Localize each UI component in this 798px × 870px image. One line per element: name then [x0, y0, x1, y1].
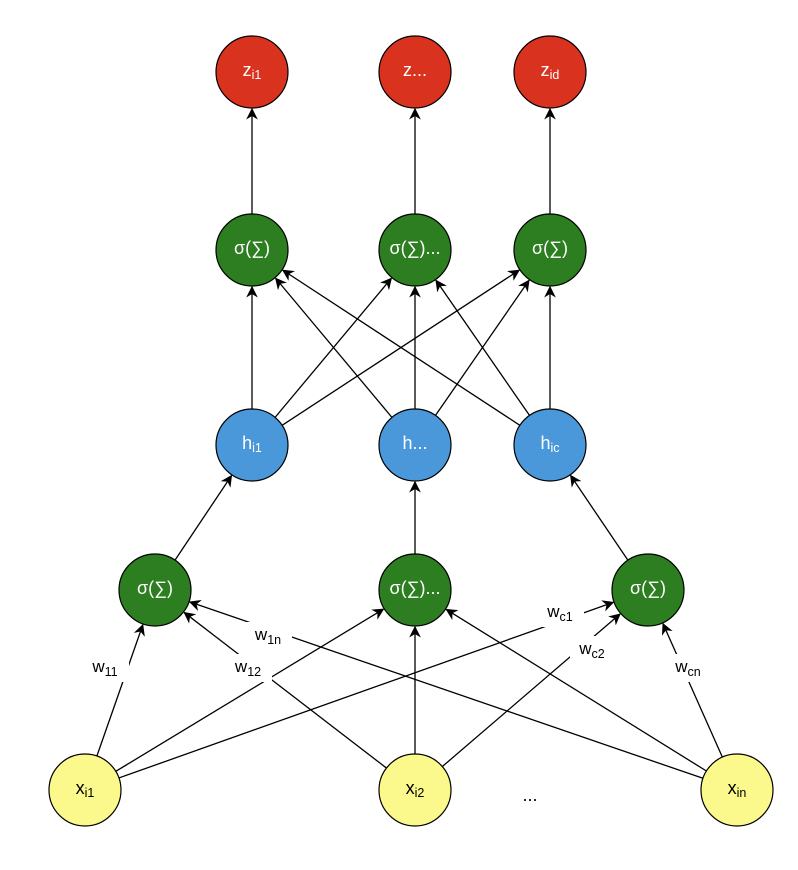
- node-a2: σ(∑)...: [378, 213, 452, 287]
- node-b3: σ(∑): [611, 553, 685, 627]
- node-x2: xi2: [378, 753, 452, 827]
- node-x2-circle: [378, 753, 452, 827]
- node-h1-label: hi1: [242, 433, 262, 456]
- node-x3-circle: [700, 753, 774, 827]
- edge-h3-to-a2: [435, 279, 531, 416]
- node-h3-label: hic: [540, 433, 559, 456]
- node-h3-circle: [513, 408, 587, 482]
- node-h1: hi1: [215, 408, 289, 482]
- node-a1: σ(∑): [215, 213, 289, 287]
- node-a1-label: σ(∑): [234, 238, 270, 258]
- node-b3-circle: [611, 553, 685, 627]
- node-z2-label: z...: [403, 60, 427, 80]
- node-z1-circle: [215, 35, 289, 109]
- node-x3-label: xin: [728, 778, 747, 801]
- node-z3-label: zid: [541, 60, 560, 83]
- node-a2-label: σ(∑)...: [390, 238, 441, 258]
- node-b1-circle: [118, 553, 192, 627]
- edge-h2-to-a1: [274, 277, 393, 418]
- node-b1-label: σ(∑): [137, 578, 173, 598]
- node-a2-circle: [378, 213, 452, 287]
- edge-x1-to-b3: [118, 600, 615, 779]
- weight-wc2-label: wc2: [578, 639, 605, 661]
- edge-x2-to-b1: [183, 611, 387, 769]
- edge-h3-to-a1: [281, 269, 521, 426]
- node-z1: zi1: [215, 35, 289, 109]
- node-b1: σ(∑): [118, 553, 192, 627]
- node-z2: z...: [378, 35, 452, 109]
- weight-wc2-bg: [570, 636, 616, 664]
- node-x1-circle: [48, 753, 122, 827]
- weight-wcn-bg: [666, 654, 712, 682]
- node-x3: xin: [700, 753, 774, 827]
- input-ellipsis: ...: [522, 785, 537, 805]
- node-x2-label: xi2: [406, 778, 425, 801]
- nodes-layer: zi1 z... zid σ(∑) σ(∑)... σ(∑) hi1 h... hic σ(∑) σ…: [48, 35, 774, 827]
- weight-w1n-bg: [246, 622, 292, 650]
- node-b3-label: σ(∑): [630, 578, 666, 598]
- node-x1-label: xi1: [76, 778, 95, 801]
- node-h2: h...: [378, 408, 452, 482]
- weight-wc1-bg: [538, 599, 584, 627]
- node-b2-circle: [378, 553, 452, 627]
- node-z2-circle: [378, 35, 452, 109]
- edge-x1-to-b2: [115, 608, 385, 772]
- node-h2-label: h...: [402, 433, 427, 453]
- node-h3: hic: [513, 408, 587, 482]
- node-z1-label: zi1: [243, 60, 262, 83]
- edge-x3-to-b3: [661, 622, 723, 758]
- node-z3: zid: [513, 35, 587, 109]
- weight-wcn-label: wcn: [674, 657, 701, 679]
- node-a3-label: σ(∑): [532, 238, 568, 258]
- node-h1-circle: [215, 408, 289, 482]
- weight-w1n-label: w1n: [254, 625, 281, 647]
- node-a3-circle: [513, 213, 587, 287]
- node-b2-label: σ(∑)...: [390, 578, 441, 598]
- edge-b1-to-h1: [174, 474, 233, 561]
- weight-w12-bg: [226, 654, 272, 682]
- edge-x1-to-b1: [96, 623, 145, 757]
- edge-x3-to-b2: [445, 608, 707, 772]
- node-x1: xi1: [48, 753, 122, 827]
- weight-wc1-label: wc1: [546, 602, 573, 624]
- node-h2-circle: [378, 408, 452, 482]
- node-a1-circle: [215, 213, 289, 287]
- node-b2: σ(∑)...: [378, 553, 452, 627]
- weight-w12-label: w12: [234, 657, 261, 679]
- node-a3: σ(∑): [513, 213, 587, 287]
- weight-w11-label: w11: [91, 657, 117, 679]
- weight-w11-bg: [83, 654, 129, 682]
- node-z3-circle: [513, 35, 587, 109]
- edge-b3-to-h3: [570, 474, 629, 561]
